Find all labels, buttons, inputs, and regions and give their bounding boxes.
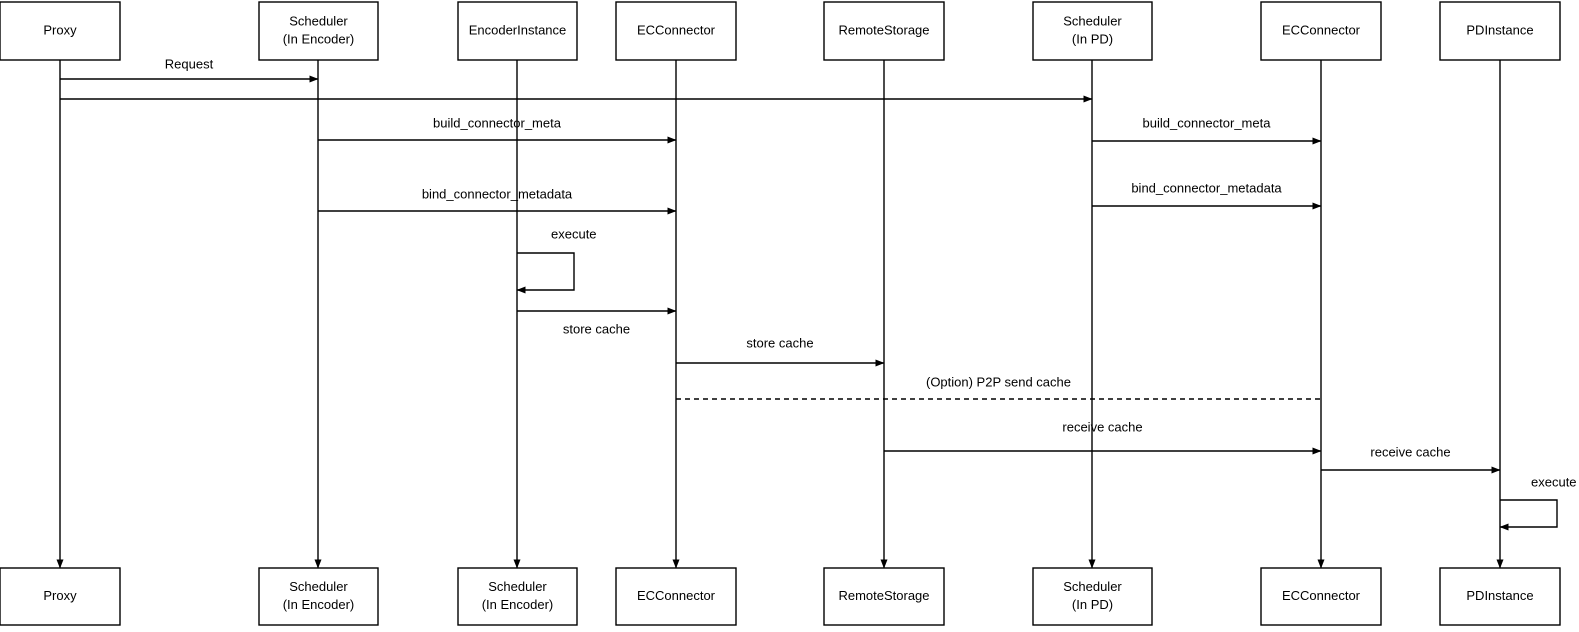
self-messages-layer: execute execute	[516, 226, 1577, 531]
message-label: Request	[165, 56, 214, 71]
self-message-execute-pd-instance[interactable]: execute	[1499, 474, 1577, 531]
participant-box-top-proxy[interactable]: Proxy	[0, 1, 121, 61]
participant-label-line1: ECConnector	[1282, 22, 1361, 37]
participant-box-top-scheduler-in-encoder[interactable]: Scheduler (In Encoder)	[258, 1, 379, 61]
message-label: bind_connector_metadata	[422, 186, 573, 201]
participant-label-line1: Scheduler	[289, 13, 348, 28]
bottom-participant-boxes: Proxy Scheduler (In Encoder) Scheduler (In E…	[0, 567, 1561, 626]
participant-label-line1: ECConnector	[1282, 588, 1361, 603]
participant-box-top-scheduler-in-pd[interactable]: Scheduler (In PD)	[1032, 1, 1153, 61]
message-label: build_connector_meta	[433, 115, 562, 130]
self-message-path	[516, 252, 575, 294]
participant-label-line1: Scheduler	[1063, 579, 1122, 594]
participant-box-bottom-ec-connector-right[interactable]: ECConnector	[1260, 567, 1382, 626]
participant-label-line1: ECConnector	[637, 588, 716, 603]
participant-box-top-remote-storage[interactable]: RemoteStorage	[823, 1, 945, 61]
participant-label-line1: RemoteStorage	[838, 22, 929, 37]
participant-box-bottom-pd-instance[interactable]: PDInstance	[1439, 567, 1561, 626]
participant-box-bottom-encoder-instance[interactable]: Scheduler (In Encoder)	[457, 567, 578, 626]
message-build-connector-meta-left[interactable]: build_connector_meta	[318, 115, 677, 144]
message-request[interactable]: Request	[60, 56, 319, 83]
message-label: build_connector_meta	[1143, 115, 1272, 130]
participant-label-line1: RemoteStorage	[838, 588, 929, 603]
message-label: store cache	[563, 321, 630, 336]
participant-label-line2: (In PD)	[1072, 31, 1113, 46]
participant-box-bottom-ec-connector-left[interactable]: ECConnector	[615, 567, 737, 626]
participant-label-line1: EncoderInstance	[469, 22, 567, 37]
participant-label-line1: Scheduler	[289, 579, 348, 594]
participant-label-line1: PDInstance	[1466, 22, 1533, 37]
message-bind-connector-metadata-left[interactable]: bind_connector_metadata	[318, 186, 677, 215]
message-store-cache-ecconnector-to-remotestorage[interactable]: store cache	[676, 335, 885, 367]
message-label: receive cache	[1370, 444, 1450, 459]
message-label: bind_connector_metadata	[1131, 180, 1282, 195]
self-message-path	[1499, 499, 1558, 531]
self-message-label: execute	[1531, 474, 1577, 489]
participant-box-bottom-scheduler-in-pd[interactable]: Scheduler (In PD)	[1032, 567, 1153, 626]
message-receive-cache-ecconnector-to-pdinstance[interactable]: receive cache	[1321, 444, 1501, 474]
self-message-execute-encoder-instance[interactable]: execute	[516, 226, 597, 294]
lifelines-layer	[56, 60, 1504, 569]
message-receive-cache-remotestorage-to-ecconnector[interactable]: receive cache	[884, 419, 1322, 455]
message-label: (Option) P2P send cache	[926, 374, 1071, 389]
participant-box-top-encoder-instance[interactable]: EncoderInstance	[457, 1, 578, 61]
message-build-connector-meta-right[interactable]: build_connector_meta	[1092, 115, 1322, 145]
top-participant-boxes: Proxy Scheduler (In Encoder) EncoderInstanc…	[0, 1, 1561, 61]
participant-label-line2: (In PD)	[1072, 597, 1113, 612]
participant-label-line1: Proxy	[43, 588, 77, 603]
participant-box-top-ec-connector-right[interactable]: ECConnector	[1260, 1, 1382, 61]
participant-label-line1: Proxy	[43, 22, 77, 37]
self-message-label: execute	[551, 226, 597, 241]
message-bind-connector-metadata-right[interactable]: bind_connector_metadata	[1092, 180, 1322, 210]
participant-box-bottom-remote-storage[interactable]: RemoteStorage	[823, 567, 945, 626]
participant-label-line2: (In Encoder)	[283, 31, 355, 46]
participant-label-line2: (In Encoder)	[283, 597, 355, 612]
participant-box-bottom-proxy[interactable]: Proxy	[0, 567, 121, 626]
participant-box-top-ec-connector-left[interactable]: ECConnector	[615, 1, 737, 61]
message-p2p-send-cache[interactable]: (Option) P2P send cache	[676, 374, 1321, 400]
messages-layer: Request build_connector_meta build_connect…	[60, 56, 1501, 474]
participant-label-line2: (In Encoder)	[482, 597, 554, 612]
participant-box-bottom-scheduler-in-encoder[interactable]: Scheduler (In Encoder)	[258, 567, 379, 626]
message-label: receive cache	[1062, 419, 1142, 434]
participant-label-line1: Scheduler	[488, 579, 547, 594]
participant-label-line1: PDInstance	[1466, 588, 1533, 603]
message-store-cache-encoder-to-ecconnector[interactable]: store cache	[517, 307, 677, 336]
participant-box-top-pd-instance[interactable]: PDInstance	[1439, 1, 1561, 61]
participant-label-line1: Scheduler	[1063, 13, 1122, 28]
participant-label-line1: ECConnector	[637, 22, 716, 37]
message-label: store cache	[746, 335, 813, 350]
